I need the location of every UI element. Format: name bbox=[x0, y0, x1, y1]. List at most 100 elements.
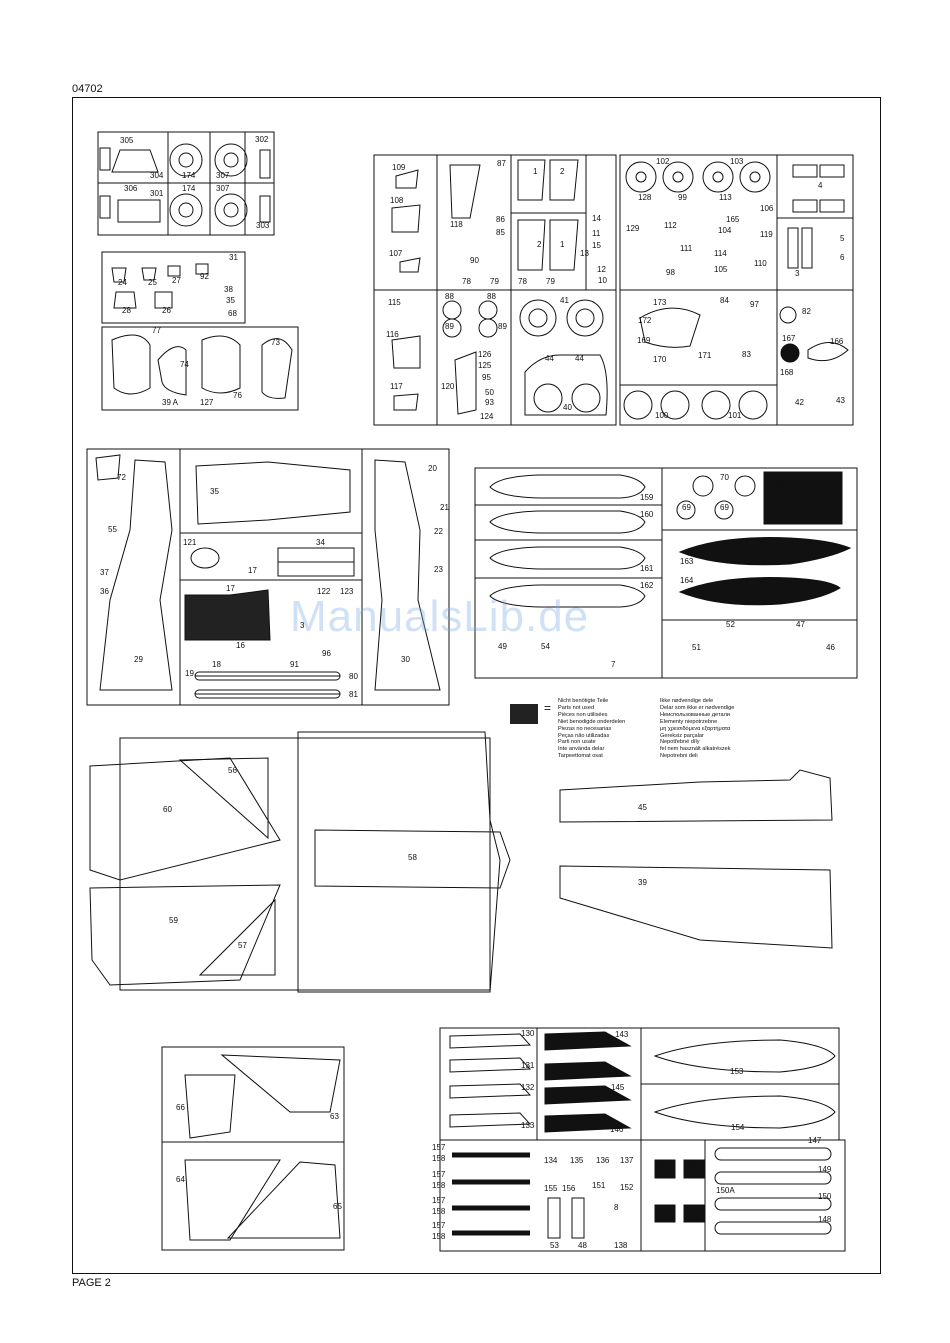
part-number: 149 bbox=[818, 1165, 832, 1174]
part-number: 78 bbox=[462, 277, 471, 286]
sprue-frame-tail bbox=[161, 1046, 345, 1251]
part-number: 131 bbox=[521, 1061, 535, 1070]
sprue-frame-q bbox=[439, 1139, 846, 1252]
tank-163 bbox=[678, 537, 852, 566]
wheel-174b bbox=[169, 193, 203, 227]
part-number: 84 bbox=[720, 296, 729, 305]
part-number: 40 bbox=[563, 403, 572, 412]
part-number: 10 bbox=[598, 276, 607, 285]
sprue-frame-m bbox=[661, 467, 858, 679]
part-number: 44 bbox=[545, 354, 554, 363]
wheel-41b bbox=[566, 299, 604, 337]
part-number: 88 bbox=[445, 292, 454, 301]
part-number: 48 bbox=[578, 1241, 587, 1250]
part-number: 3 bbox=[795, 269, 800, 278]
part-number: 38 bbox=[224, 285, 233, 294]
part-number: 53 bbox=[550, 1241, 559, 1250]
part-number: 35 bbox=[226, 296, 235, 305]
part-number: 173 bbox=[653, 298, 667, 307]
part-number: 17 bbox=[226, 584, 235, 593]
sprue-frame-j bbox=[179, 448, 363, 706]
part-number: 157 bbox=[432, 1221, 446, 1230]
part-number: 74 bbox=[180, 360, 189, 369]
part-number: 21 bbox=[440, 503, 449, 512]
tail-63 bbox=[220, 1054, 341, 1113]
part-number: 69 bbox=[682, 503, 691, 512]
part-number: 22 bbox=[434, 527, 443, 536]
part-number: 108 bbox=[390, 196, 404, 205]
canopy-74 bbox=[157, 346, 187, 396]
legend-line: Peças não utilizadas bbox=[558, 732, 610, 739]
legend-line: Tarpeettomat osat bbox=[558, 753, 603, 760]
legend-line: fel nem használt alkatrészek bbox=[660, 746, 731, 753]
part-number: 58 bbox=[408, 853, 417, 862]
part-number: 92 bbox=[200, 272, 209, 281]
part-number: 27 bbox=[172, 276, 181, 285]
part-35 bbox=[195, 461, 351, 525]
canopy-73 bbox=[261, 338, 293, 399]
wing-59 bbox=[89, 884, 281, 986]
part-number: 119 bbox=[760, 230, 773, 239]
part-number: 120 bbox=[441, 382, 455, 391]
part-number: 18 bbox=[212, 660, 221, 669]
part-number: 96 bbox=[322, 649, 331, 658]
part-number: 11 bbox=[592, 229, 601, 238]
legend-line: Piezas no necesarias bbox=[558, 725, 612, 732]
sprue-frame-e bbox=[776, 154, 854, 291]
part-number: 60 bbox=[163, 805, 172, 814]
part-number: 41 bbox=[560, 296, 569, 305]
part-number: 117 bbox=[390, 382, 403, 391]
part-number: 166 bbox=[830, 337, 844, 346]
part-number: 39 A bbox=[162, 398, 179, 407]
sprue-frame-k bbox=[361, 448, 450, 706]
part-number: 73 bbox=[271, 338, 280, 347]
part-number: 152 bbox=[620, 1183, 634, 1192]
part-number: 57 bbox=[238, 941, 247, 950]
part-number: 71 bbox=[818, 478, 827, 487]
part-number: 89 bbox=[445, 322, 454, 331]
part-number: 103 bbox=[730, 157, 744, 166]
part-39 bbox=[559, 865, 833, 949]
part-number: 49 bbox=[498, 642, 507, 651]
part-number: 77 bbox=[152, 326, 161, 335]
part-number: 302 bbox=[255, 135, 269, 144]
part-number: 134 bbox=[544, 1156, 558, 1165]
canopy-sprue bbox=[101, 326, 299, 411]
part-number: 43 bbox=[836, 396, 845, 405]
part-number: 97 bbox=[750, 300, 759, 309]
sprue-frame-b bbox=[101, 251, 246, 324]
part-306 bbox=[117, 199, 161, 223]
wing-56 bbox=[178, 757, 269, 840]
part-number: 141 bbox=[684, 1161, 698, 1170]
part-number: 165 bbox=[726, 215, 740, 224]
part-number: 307 bbox=[216, 171, 230, 180]
part-number: 301 bbox=[150, 189, 164, 198]
sprue-frame-h bbox=[619, 384, 778, 426]
part-number: 148 bbox=[818, 1215, 832, 1224]
part-71-dark bbox=[763, 471, 843, 525]
part-number: 122 bbox=[317, 587, 331, 596]
wheel-307a bbox=[214, 143, 248, 177]
legend-line: Niet benodigde onderdelen bbox=[558, 718, 626, 725]
part-number: 15 bbox=[592, 241, 601, 250]
legend-line: Неиспользованные детали bbox=[660, 711, 730, 718]
part-number: 28 bbox=[122, 306, 131, 315]
part-number: 29 bbox=[134, 655, 143, 664]
part-number: 89 bbox=[498, 322, 507, 331]
part-number: 138 bbox=[614, 1241, 628, 1250]
part-number: 31 bbox=[229, 253, 238, 262]
part-number: 158 bbox=[432, 1181, 446, 1190]
part-number: 59 bbox=[169, 916, 178, 925]
part-number: 36 bbox=[100, 587, 109, 596]
page-frame bbox=[72, 97, 881, 1274]
part-number: 169 bbox=[637, 336, 651, 345]
part-number: 170 bbox=[653, 355, 667, 364]
tail-64 bbox=[184, 1159, 281, 1241]
legend-line: μη χρεισιδόμενα εξαρτήματα bbox=[660, 725, 731, 732]
part-number: 146 bbox=[610, 1125, 624, 1134]
wing-57 bbox=[198, 898, 276, 976]
part-number: 55 bbox=[108, 525, 117, 534]
legend-line: Nepotrebni deli bbox=[660, 753, 698, 760]
part-number: 137 bbox=[620, 1156, 634, 1165]
